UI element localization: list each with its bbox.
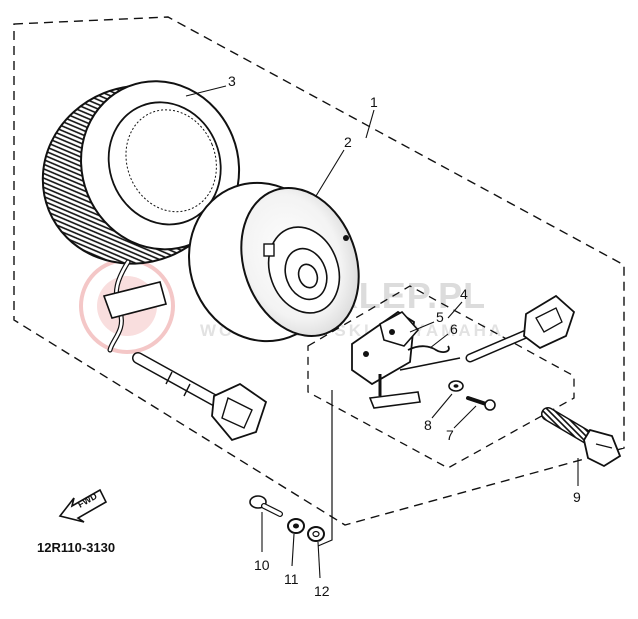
callout-6: 6 bbox=[450, 321, 458, 337]
screw-7 bbox=[466, 396, 488, 406]
stator-bore bbox=[107, 101, 222, 226]
callout-2: 2 bbox=[344, 134, 352, 150]
callout-10: 10 bbox=[254, 557, 270, 573]
catalog-code: 12R110-3130 bbox=[37, 540, 115, 555]
wire-grommet bbox=[102, 281, 167, 319]
pickup-coil bbox=[379, 310, 420, 347]
pickup-assembly bbox=[351, 294, 576, 411]
callout-12: 12 bbox=[314, 583, 330, 599]
rotor-magnet-tab bbox=[263, 243, 275, 257]
pickup-assembly-outline bbox=[307, 285, 575, 469]
plain-washer-12 bbox=[307, 526, 325, 542]
stator-part bbox=[41, 80, 241, 265]
callout-3: 3 bbox=[228, 73, 236, 89]
rotor-bore bbox=[297, 263, 319, 289]
callout-9: 9 bbox=[573, 489, 581, 505]
callout-4: 4 bbox=[460, 286, 468, 302]
pickup-connector bbox=[523, 294, 576, 350]
pickup-spring-shape bbox=[407, 345, 450, 353]
bolt-10 bbox=[249, 495, 283, 517]
spring-washer-11 bbox=[287, 518, 305, 534]
rotor-part bbox=[188, 181, 360, 343]
callout-1: 1 bbox=[370, 94, 378, 110]
stator-windings bbox=[125, 109, 217, 213]
callout-7: 7 bbox=[446, 427, 454, 443]
hardware-leader-line bbox=[317, 390, 333, 547]
pickup-arm bbox=[368, 391, 421, 409]
stator-harness bbox=[132, 352, 268, 442]
generator-assembly-outline bbox=[13, 16, 625, 526]
callout-5: 5 bbox=[436, 309, 444, 325]
callout-8: 8 bbox=[424, 417, 432, 433]
callout-leaders bbox=[185, 85, 579, 579]
flange-bolt-9 bbox=[541, 407, 622, 468]
stator-connector bbox=[211, 382, 268, 442]
fwd-arrow-icon: FWD bbox=[58, 488, 108, 523]
callout-11: 11 bbox=[284, 571, 299, 587]
